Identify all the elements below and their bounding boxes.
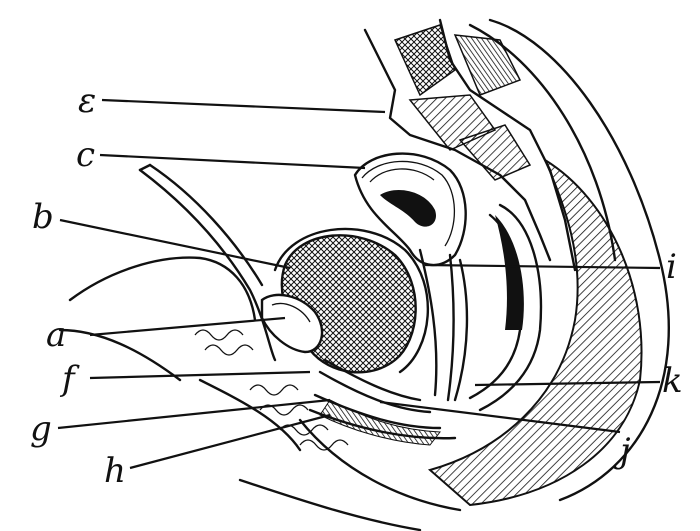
posterior-mass	[427, 157, 643, 507]
pubis-drawing	[260, 293, 324, 354]
uterus-drawing	[353, 152, 467, 402]
leader-b	[59, 218, 291, 270]
rectum-drawing	[453, 203, 543, 412]
label-i: i	[666, 247, 677, 287]
sacrum-drawing	[363, 18, 670, 502]
leader-a	[89, 316, 286, 337]
label-b: b	[32, 197, 54, 237]
label-e: ε	[78, 81, 96, 121]
vaginal-canal-drawing	[238, 358, 462, 531]
leader-lines	[57, 98, 661, 470]
label-g: g	[30, 409, 52, 449]
label-f: f	[59, 359, 80, 399]
leader-f	[89, 370, 311, 380]
label-h: h	[104, 451, 126, 491]
figure-labels: ε c b a f g h i k j	[30, 81, 683, 491]
leader-g	[57, 398, 331, 430]
anterior-wall-drawing	[58, 163, 302, 452]
leader-h	[129, 413, 331, 470]
leader-k	[474, 380, 661, 387]
label-a: a	[46, 315, 66, 355]
leader-j	[379, 400, 621, 434]
leader-e	[101, 98, 386, 114]
leader-i	[424, 263, 661, 270]
label-c: c	[76, 135, 95, 175]
leader-c	[99, 153, 366, 170]
label-k: k	[662, 361, 683, 401]
